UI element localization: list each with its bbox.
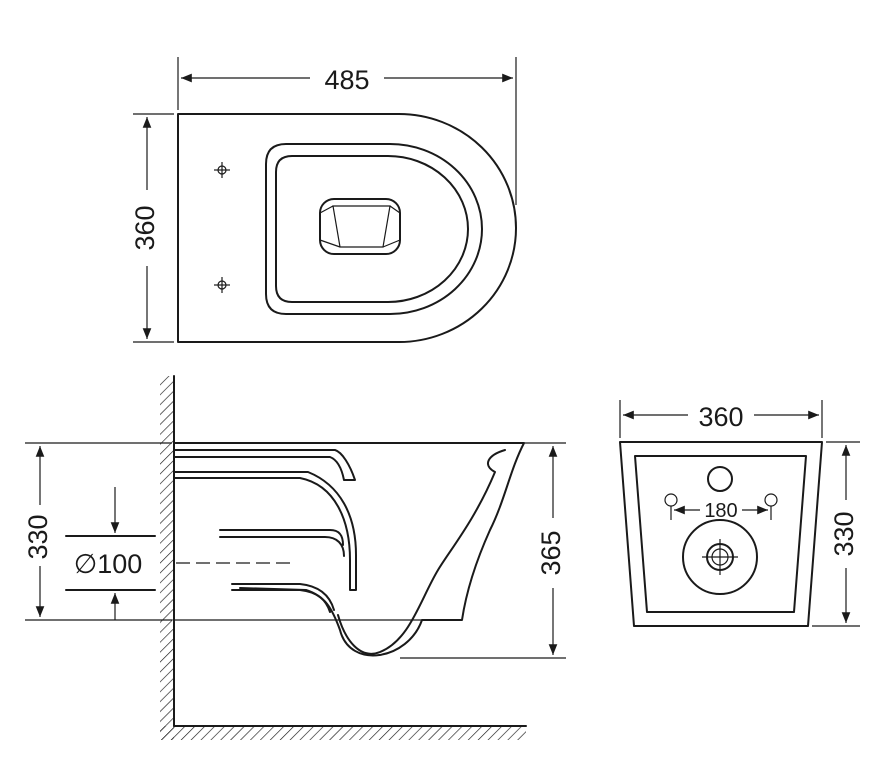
bowl-rim-inner — [275, 155, 469, 303]
mounting-hole-lower-icon — [214, 277, 230, 293]
side-view: 330 ∅100 365 — [23, 375, 566, 740]
rear-inner-outline — [634, 455, 807, 613]
dim-rear-height: 330 — [829, 511, 859, 556]
wall-hatch — [160, 376, 174, 740]
drain-outlet-inner — [319, 205, 401, 248]
dim-top-depth: 360 — [130, 205, 160, 250]
floor-hatch — [160, 726, 526, 740]
bolt-hole-left-icon — [664, 493, 678, 520]
bolt-hole-right-icon — [764, 493, 778, 520]
mounting-hole-upper-icon — [214, 162, 230, 178]
dim-pipe-diameter: ∅100 — [74, 549, 143, 579]
dim-top-width: 485 — [324, 65, 369, 95]
dim-rear-width: 360 — [698, 402, 743, 432]
dim-side-total-height: 365 — [536, 530, 566, 575]
bowl-outline-top — [177, 113, 517, 343]
dim-side-height: 330 — [23, 514, 53, 559]
rear-outline — [619, 441, 823, 627]
bowl-interior-side — [337, 449, 506, 655]
outlet-pipe-icon — [702, 539, 738, 575]
outlet-flange — [682, 519, 758, 595]
rear-view: 180 360 330 — [619, 400, 860, 627]
bowl-rim-outer — [265, 143, 483, 315]
inlet-hole — [707, 466, 733, 492]
dim-bolt-spacing: 180 — [704, 500, 737, 522]
drain-outlet-outer — [319, 198, 401, 255]
top-view: 485 360 — [130, 57, 517, 343]
